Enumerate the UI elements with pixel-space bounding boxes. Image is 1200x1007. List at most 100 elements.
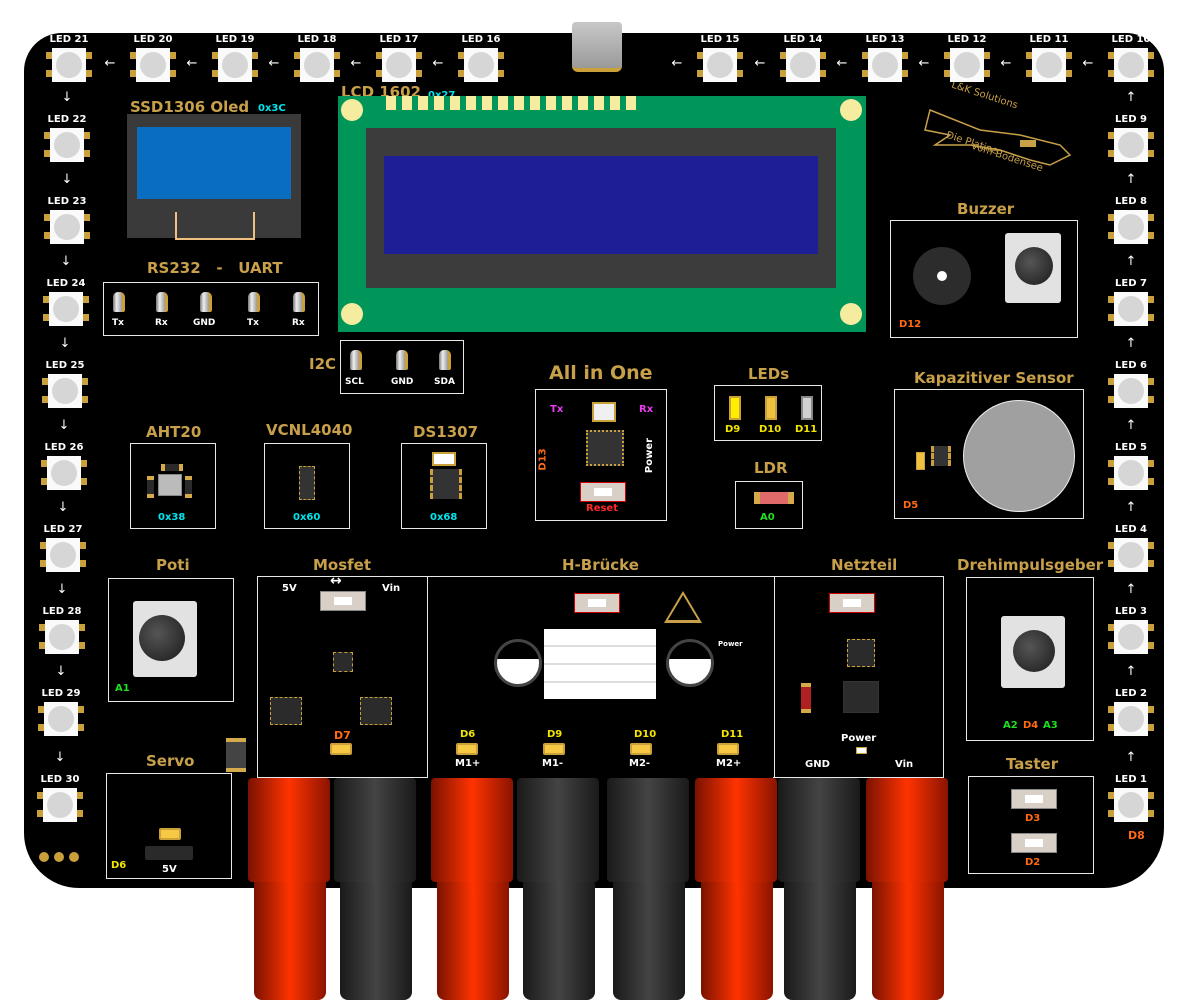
led-19[interactable] (212, 48, 258, 82)
led-13[interactable] (862, 48, 908, 82)
direction-arrow-icon: ↑ (1125, 500, 1137, 515)
led-9[interactable] (1108, 128, 1154, 162)
led-15[interactable] (697, 48, 743, 82)
mount-hole-icon (840, 99, 862, 121)
led-25[interactable] (42, 374, 88, 408)
led-dome (54, 132, 80, 158)
ds1307-title: DS1307 (413, 423, 479, 441)
black-banana-jack[interactable] (607, 778, 689, 882)
led-d10[interactable] (765, 396, 777, 420)
oled-display[interactable] (127, 114, 301, 240)
led-28[interactable] (39, 620, 85, 654)
led-dome (222, 52, 248, 78)
led-21[interactable] (46, 48, 92, 82)
netzteil-switch[interactable] (829, 593, 875, 613)
led-d11-label: D11 (795, 424, 818, 435)
mosfet-voltage-switch[interactable] (320, 591, 366, 611)
capacitor (185, 476, 192, 498)
led-d9[interactable] (729, 396, 741, 420)
uart-pin-tx[interactable] (113, 292, 125, 312)
black-banana-jack[interactable] (334, 778, 416, 882)
ldr-module[interactable]: A0 (735, 481, 803, 529)
drehimpuls-module[interactable]: A2 D4 A3 (966, 577, 1094, 741)
kapazitiv-pin: D5 (903, 500, 919, 511)
led-30[interactable] (37, 788, 83, 822)
red-banana-jack[interactable] (695, 778, 777, 882)
uart-module (103, 282, 319, 336)
rotary-encoder[interactable] (1001, 616, 1065, 688)
hot-surface-warning-icon (664, 591, 702, 623)
led-11[interactable] (1026, 48, 1072, 82)
allinone-module[interactable]: Tx Rx D13 Power Reset (535, 389, 667, 521)
usb-c-connector[interactable] (572, 22, 622, 72)
led-27-label: LED 27 (43, 524, 83, 535)
led-18[interactable] (294, 48, 340, 82)
led-20[interactable] (130, 48, 176, 82)
led-d11[interactable] (801, 396, 813, 420)
uart-pin-rx[interactable] (293, 292, 305, 312)
led-dome (1118, 296, 1144, 322)
led-2[interactable] (1108, 702, 1154, 736)
aht20-module[interactable]: 0x38 (130, 443, 216, 529)
led-dome (386, 52, 412, 78)
reset-button[interactable] (580, 482, 626, 502)
poti-module[interactable]: A1 (108, 578, 234, 702)
black-banana-jack[interactable] (517, 778, 599, 882)
led-26[interactable] (41, 456, 87, 490)
jack-sleeve (254, 882, 326, 1000)
led-dome (872, 52, 898, 78)
led-7[interactable] (1108, 292, 1154, 326)
uart-pin-gnd[interactable] (200, 292, 212, 312)
led-29[interactable] (38, 702, 84, 736)
led-dome (707, 52, 733, 78)
led-22[interactable] (44, 128, 90, 162)
i2c-pin-sda[interactable] (439, 350, 451, 370)
ds1307-module[interactable]: 0x68 (401, 443, 487, 529)
buzzer-module[interactable]: D12 (890, 220, 1078, 338)
led-23[interactable] (44, 210, 90, 244)
button-d3[interactable] (1011, 789, 1057, 809)
i2c-pin-gnd[interactable] (396, 350, 408, 370)
direction-arrow-icon: ↓ (59, 336, 71, 351)
led-4[interactable] (1108, 538, 1154, 572)
led-27[interactable] (40, 538, 86, 572)
vcnl4040-module[interactable]: 0x60 (264, 443, 350, 529)
direction-arrow-icon: ↓ (55, 664, 67, 679)
led-5[interactable] (1108, 456, 1154, 490)
lcd-display[interactable] (338, 96, 866, 332)
servo-voltage: 5V (162, 864, 177, 875)
led-8[interactable] (1108, 210, 1154, 244)
hbridge-status-led (630, 743, 652, 755)
led-4-label: LED 4 (1115, 524, 1147, 535)
kapazitiv-module[interactable]: D5 (894, 389, 1084, 519)
uart-pin-tx[interactable] (248, 292, 260, 312)
i2c-pin-scl[interactable] (350, 350, 362, 370)
button-d2[interactable] (1011, 833, 1057, 853)
uart-pin-rx[interactable] (156, 292, 168, 312)
kapazitiv-title: Kapazitiver Sensor (914, 369, 1074, 387)
led-16[interactable] (458, 48, 504, 82)
led-10[interactable] (1108, 48, 1154, 82)
led-6[interactable] (1108, 374, 1154, 408)
led-1[interactable] (1108, 788, 1154, 822)
red-banana-jack[interactable] (431, 778, 513, 882)
led-14[interactable] (780, 48, 826, 82)
mount-hole-icon (840, 303, 862, 325)
buzzer-potentiometer[interactable] (1005, 233, 1061, 303)
led-12[interactable] (944, 48, 990, 82)
led-3[interactable] (1108, 620, 1154, 654)
potentiometer[interactable] (133, 601, 197, 677)
hbridge-switch[interactable] (574, 593, 620, 613)
led-17[interactable] (376, 48, 422, 82)
direction-arrow-icon: ← (754, 56, 766, 71)
red-banana-jack[interactable] (866, 778, 948, 882)
mosfet-5v-label: 5V (282, 583, 297, 594)
led-dome (53, 296, 79, 322)
touch-pad[interactable] (963, 400, 1075, 512)
led-24[interactable] (43, 292, 89, 326)
led-26-label: LED 26 (44, 442, 84, 453)
led-dome (47, 792, 73, 818)
black-banana-jack[interactable] (778, 778, 860, 882)
red-banana-jack[interactable] (248, 778, 330, 882)
servo-header[interactable] (145, 846, 193, 860)
